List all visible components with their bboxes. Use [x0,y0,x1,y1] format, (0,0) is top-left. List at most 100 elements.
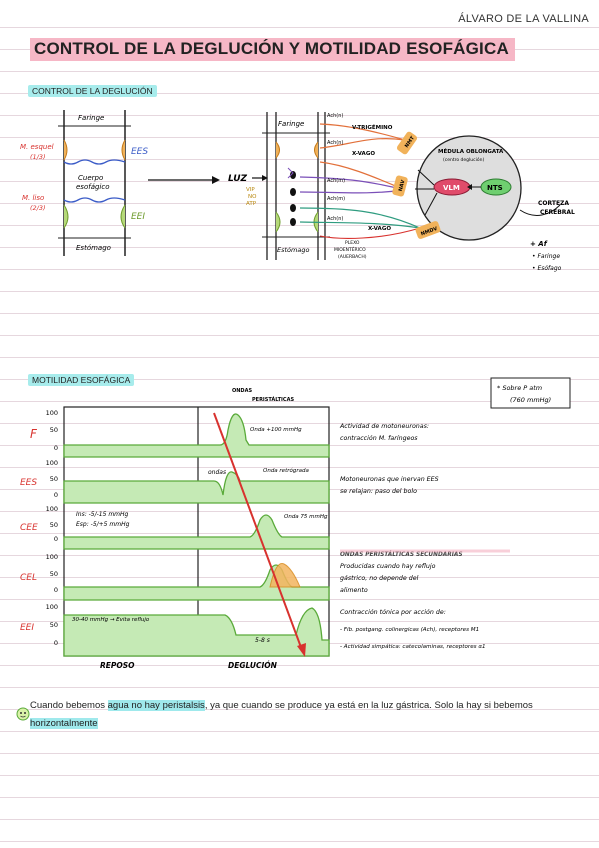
cee-ins: Ins: -5/-15 mmHg [76,511,129,518]
tick-100: 100 [46,409,58,417]
esofago-bullet: • Esófago [532,265,562,272]
centro-deglucion-label: (centro deglución) [443,156,484,163]
section-label-motilidad: MOTILIDAD ESOFÁGICA [28,374,135,386]
m-esquel-fraction: (1/3) [30,153,46,161]
faringe-bullet: • Faringe [532,253,560,260]
ees-annotation: Onda retrógrada [263,467,309,474]
tick-100: 100 [46,603,58,611]
side-note-line-1: * Sobre P atm [497,384,542,392]
desc-cel-3: gástrico, no depende del [340,574,419,582]
x-vago-label-2: X-VAGO [368,226,391,232]
tick-100: 100 [46,553,58,561]
desc-cel-1: ONDAS PERISTÁLTICAS SECUNDARIAS [340,551,463,558]
section-label-deglucion: CONTROL DE LA DEGLUCIÓN [28,85,157,97]
plexo-line-2: MIOENTÉRICO [334,245,366,253]
row-name-eei: EEI [20,623,34,633]
ach-n-label-3: Ach(n) [327,216,343,222]
x-vago-label-1: X-VAGO [352,151,375,157]
desc-eei-3: - Actividad simpática: catecolaminas, re… [340,643,486,650]
eei-duration: 5-8 s [255,637,270,644]
atp-label: ATP [246,201,257,207]
medula-label: MÉDULA OBLONGATA [438,147,504,155]
ach-n-label-1: Ach(n) [327,113,343,119]
tick-0: 0 [54,444,58,452]
corteza-label-1: CORTEZA [538,200,569,207]
right-estomago: Estómago [277,246,309,254]
plexo-line-3: (AUERBACH) [338,254,367,260]
vlm-label: VLM [443,184,460,192]
row-name-ees: EES [20,478,37,488]
row-name-f: F [30,427,38,441]
left-esophagus-diagram [58,110,220,256]
tick-100: 100 [46,459,58,467]
no-label: NO [248,194,257,200]
tick-100: 100 [46,505,58,513]
ondas-label-1: ONDAS [232,388,252,394]
nmdv-label: NMDV [420,226,438,238]
y-ticks: 100 50 0 100 50 0 100 50 0 100 50 0 100 … [46,409,58,647]
left-faringe: Faringe [78,114,104,122]
tick-50: 50 [50,621,58,629]
eei-label: EEI [131,212,145,222]
desc-ees-1: Motoneuronas que inervan EES [340,475,439,483]
side-note-line-2: (760 mmHg) [510,396,551,404]
desc-f-2: contracción M. faríngeos [340,434,418,442]
right-faringe: Faringe [278,120,304,128]
tick-50: 50 [50,570,58,578]
nts-label: NTS [487,184,503,192]
desc-eei-1: Contracción tónica por acción de: [340,608,446,616]
bottom-note: Cuando bebemos agua no hay peristalsis, … [30,697,570,733]
ondas-label-2: PERISTÁLTICAS [252,396,294,403]
page-title: CONTROL DE LA DEGLUCIÓN Y MOTILIDAD ESOF… [30,38,515,61]
luz-label: LUZ [228,174,248,184]
tick-0: 0 [54,639,58,647]
title-wrap: CONTROL DE LA DEGLUCIÓN Y MOTILIDAD ESOF… [30,38,515,61]
note-part-2: , ya que cuando se produce ya está en la… [204,700,533,711]
tick-0: 0 [54,491,58,499]
m-liso-fraction: (2/3) [30,204,46,212]
desc-eei-2: - Fib. postgang. colinergicas (Ach), rec… [340,627,479,633]
esofagico-label: esofágico [76,183,110,191]
author-name: ÁLVARO DE LA VALLINA [458,13,589,25]
m-esquel-label: M. esquel [20,143,54,151]
tick-50: 50 [50,475,58,483]
nav-label: NAV [398,179,407,192]
f-annotation: Onda +100 mmHg [250,427,302,433]
plexo-line-1: PLEXO [345,240,360,246]
x-label-deglucion: DEGLUCIÓN [228,661,278,670]
corteza-label-2: CEREBRAL [540,209,575,216]
af-label: + Af [530,240,548,248]
row-descriptions: Actividad de motoneuronas: contracción M… [339,422,486,650]
left-estomago: Estómago [76,244,111,252]
ees-label: EES [131,147,148,157]
ach-m-label-1: Ach(m) [327,178,345,184]
tick-0: 0 [54,535,58,543]
desc-cel-2: Producidas cuando hay reflujo [340,563,436,570]
cee-esp: Esp: -5/+5 mmHg [76,521,130,528]
desc-ees-2: se relajan: paso del bolo [340,488,417,495]
ees-ondas-label: ondas [208,469,226,476]
cee-annotation: Onda 75 mmHg [284,514,328,520]
x-label-reposo: REPOSO [100,661,135,670]
ach-m-label-2: Ach(m) [327,196,345,202]
desc-f-1: Actividad de motoneuronas: [339,422,429,430]
note-icon [16,707,30,721]
ach-n-label-2: Ach(n) [327,140,343,146]
tick-0: 0 [54,586,58,594]
note-part-1: Cuando bebemos [30,700,108,711]
note-highlight-1: agua no hay peristalsis [107,700,205,711]
m-liso-label: M. liso [22,194,44,202]
eei-left-note: 30-40 mmHg → Evita reflujo [72,617,150,623]
cuerpo-label: Cuerpo [78,174,103,182]
row-name-cee: CEE [20,523,38,533]
note-highlight-2: horizontalmente [30,718,98,729]
tick-50: 50 [50,521,58,529]
v-trigemino-label: V-TRIGÉMINO [352,123,393,131]
row-name-cel: CEL [20,573,37,583]
medula-oblongata-diagram [392,131,561,241]
desc-cel-4: alimento [340,586,368,594]
tick-50: 50 [50,426,58,434]
